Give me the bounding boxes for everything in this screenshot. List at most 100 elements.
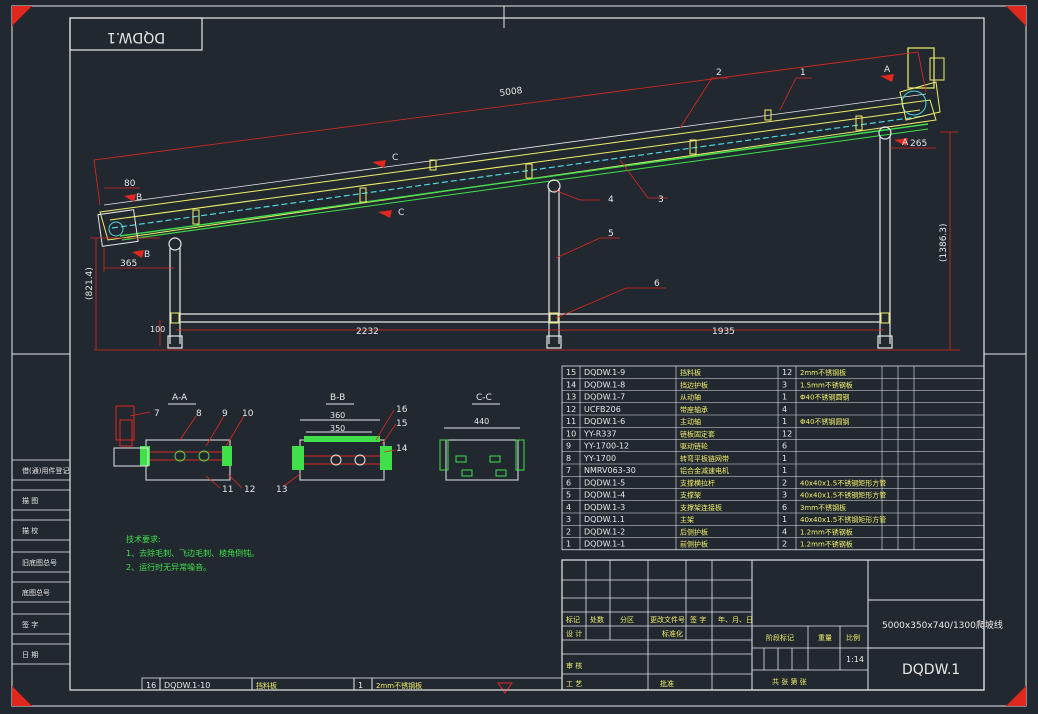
bom-no: 6 (566, 478, 571, 487)
conveyor-belt-body (99, 99, 937, 241)
tail-pulley (97, 209, 139, 247)
bom-qty: 2 (782, 540, 787, 549)
bom-bottom-qty: 1 (358, 681, 363, 690)
bom-qty: 1 (782, 417, 787, 426)
balloon-1: 1 (800, 68, 806, 78)
section-aa: A-A 7 8 9 10 11 12 (113, 393, 255, 495)
bb-balloon-16: 16 (396, 405, 408, 415)
bom-material: 40x40x1.5不锈钢矩形方管 (800, 491, 886, 500)
bom-name: 前侧护板 (680, 540, 708, 549)
tb-stage: 阶段标记 (766, 633, 794, 642)
balloon-5: 5 (608, 229, 614, 239)
conveyor-main-view: 5008 80 365 265 (821.4) (1386.3) 100 223… (85, 47, 960, 351)
dim-h-right: (1386.3) (939, 223, 949, 262)
side-label: 旧底图总号 (22, 558, 57, 567)
bom-code: NMRV063-30 (584, 466, 636, 475)
center-mark-bottom (497, 682, 513, 694)
bom-material: 1.2mm不锈钢板 (800, 540, 853, 549)
tb-process: 工 艺 (566, 680, 582, 688)
bom-code: DQDW.1-9 (584, 368, 625, 377)
side-label: 签 字 (22, 620, 38, 629)
bom-qty: 1 (782, 393, 787, 402)
dim-80: 80 (124, 179, 136, 189)
title-block: 标记 处数 分区 更改文件号 签 字 年、月、日 设 计 标准化 阶段标记 重量… (561, 559, 1003, 691)
section-bb: B-B 360 350 13 14 15 16 (276, 393, 408, 495)
aa-balloon-8: 8 (196, 409, 202, 419)
bom-code: DQDW.1-2 (584, 527, 625, 536)
tb-zone: 分区 (620, 615, 634, 624)
section-bb-title: B-B (330, 393, 345, 403)
bom-no: 9 (566, 442, 571, 451)
drive-motor (907, 47, 935, 89)
corner-mark-tr (1006, 6, 1026, 26)
bom-no: 1 (566, 540, 571, 549)
bom-no: 8 (566, 454, 571, 463)
bom-name: 挡料板 (680, 368, 701, 377)
tb-mark: 标记 (566, 615, 580, 624)
section-mark-a-bottom: A (902, 138, 909, 148)
tb-weight: 重量 (818, 634, 832, 642)
bom-name: 驱动链轮 (680, 442, 708, 451)
bom-bottom-code: DQDW.1-10 (164, 681, 210, 690)
tb-sheet: 共 张 第 张 (772, 677, 807, 686)
aa-balloon-10: 10 (242, 409, 254, 419)
bom-material: 1.2mm不锈钢板 (800, 527, 853, 536)
bom-qty: 2 (782, 478, 787, 487)
bom-no: 11 (566, 417, 576, 426)
tb-std: 标准化 (662, 629, 683, 638)
bom-name: 支撑架 (680, 491, 701, 500)
balloon-2: 2 (716, 68, 722, 78)
bom-no: 2 (566, 527, 571, 536)
side-label: 底图总号 (22, 588, 50, 597)
side-label: 描 图 (22, 496, 38, 505)
bom-qty: 6 (782, 442, 787, 451)
bom-name: 支撑架连接板 (680, 503, 722, 512)
dim-span1: 2232 (356, 327, 379, 337)
section-mark-c-bottom: C (398, 208, 404, 218)
tb-drawing-code: DQDW.1 (902, 662, 960, 678)
bb-balloon-13: 13 (276, 485, 287, 495)
tb-approve: 批准 (660, 679, 674, 688)
aa-balloon-11: 11 (222, 485, 233, 495)
bom-material: 2mm不锈钢板 (800, 368, 846, 377)
bom-material: 40x40x1.5不锈钢矩形方管 (800, 515, 886, 524)
bom-material: Φ40不锈钢圆钢 (800, 393, 849, 402)
bom-code: YY-1700 (583, 454, 616, 463)
bom-name: 主动轴 (680, 417, 701, 426)
section-mark-b-bottom: B (144, 250, 150, 260)
cc-dim-440: 440 (474, 417, 489, 426)
section-mark-c-top: C (392, 153, 398, 163)
bom-name: 链板固定套 (680, 429, 715, 438)
drawing-frame-outer (11, 5, 1027, 707)
bom-code: YY-1700-12 (583, 442, 629, 451)
balloon-6: 6 (654, 279, 660, 289)
bom-qty: 12 (782, 429, 792, 438)
tb-count: 处数 (590, 615, 604, 624)
corner-mark-br (1006, 686, 1026, 706)
bom-no: 15 (566, 368, 576, 377)
tech-req-item-1: 1、去除毛刺、飞边毛刺、棱角倒钝。 (126, 548, 259, 558)
dim-265: 265 (910, 139, 927, 149)
bom-row: 9 YY-1700-12 驱动链轮 6 (566, 442, 787, 451)
aa-balloon-12: 12 (244, 485, 255, 495)
bb-dim-360: 360 (330, 411, 345, 420)
bb-balloon-15: 15 (396, 419, 407, 429)
tb-design: 设 计 (566, 629, 582, 638)
bom-code: DQDW.1.1 (584, 515, 625, 524)
balloon-3: 3 (658, 195, 664, 205)
tb-scale: 1:14 (846, 655, 864, 664)
corner-mark-bl (12, 686, 32, 706)
dim-span2: 1935 (712, 327, 735, 337)
